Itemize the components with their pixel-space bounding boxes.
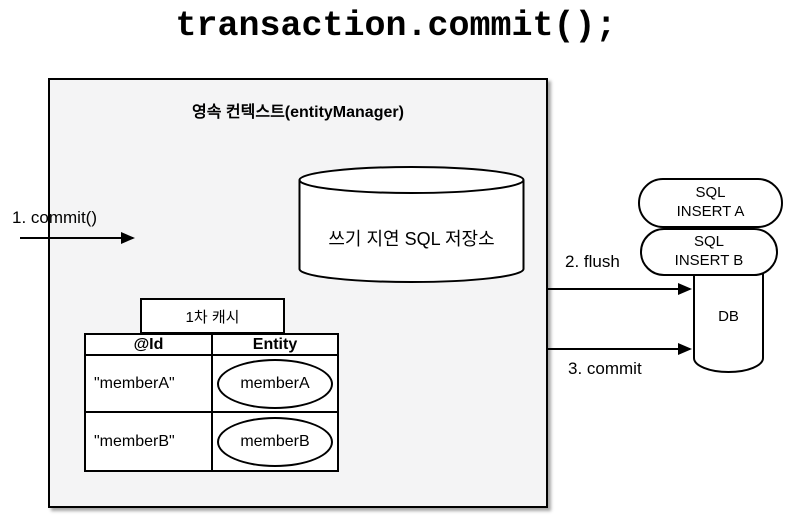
db-cylinder: DB [693, 270, 764, 373]
entity-ellipse-memberB: memberB [217, 416, 333, 467]
sql-insert-b-line2: INSERT B [674, 252, 744, 269]
table-row-id-memberA: "memberA" [86, 356, 213, 413]
cylinder-shape [298, 166, 525, 283]
table-row-entity-memberB: memberB [213, 413, 337, 470]
column-header-entity: Entity [213, 335, 337, 356]
step2-flush-label: 2. flush [565, 252, 620, 271]
db-label: DB [718, 308, 739, 325]
sql-insert-a-line1: SQL [695, 184, 726, 202]
step3-commit-label: 3. commit [568, 359, 642, 378]
sql-insert-a-line2: INSERT A [676, 203, 745, 220]
sql-insert-b-line1: SQL [693, 233, 724, 251]
first-cache-table: @Id Entity "memberA" memberA "memberB" m… [84, 333, 339, 472]
table-row-id-memberB: "memberB" [86, 413, 213, 470]
sql-store-cylinder: 쓰기 지연 SQL 저장소 [298, 166, 525, 284]
sql-insert-b-pill: SQL INSERT B [640, 228, 778, 276]
db-shape [693, 270, 764, 373]
first-cache-label: 1차 캐시 [140, 298, 285, 334]
column-header-id: @Id [86, 335, 213, 356]
step1-commit-label: 1. commit() [12, 208, 97, 227]
title-code: transaction.commit(); [175, 6, 617, 46]
persistence-context-label: 영속 컨텍스트(entityManager) [192, 104, 404, 121]
sql-store-label: 쓰기 지연 SQL 저장소 [328, 229, 495, 249]
table-row-entity-memberA: memberA [213, 356, 337, 413]
sql-insert-a-pill: SQL INSERT A [638, 178, 783, 228]
entity-ellipse-memberA: memberA [217, 358, 333, 409]
